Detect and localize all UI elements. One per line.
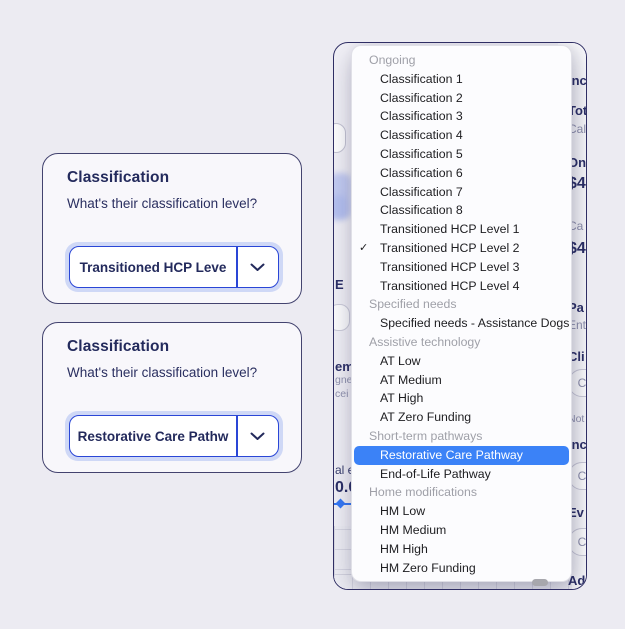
classification-card-1: Classification What's their classificati… [42,153,302,304]
dropdown-option[interactable]: Transitioned HCP Level 3 [380,259,520,274]
dropdown-group-label: Specified needs [369,297,457,312]
background-input-fragment [334,123,346,153]
dropdown-group-label: Short-term pathways [369,428,483,443]
dropdown-option[interactable]: HM Low [380,504,426,519]
dropdown-group-label: Ongoing [369,53,416,67]
background-text-fragment: Not [568,413,585,425]
dropdown-option[interactable]: AT Zero Funding [380,410,472,425]
classification-select-focus-ring: Transitioned HCP Leve [65,242,283,292]
background-text-fragment: Cli [568,349,585,364]
dropdown-option[interactable]: Classification 5 [380,146,463,161]
dropdown-option[interactable]: Classification 1 [380,71,463,86]
dropdown-option[interactable]: HM High [380,541,428,556]
background-table-grid [334,526,351,589]
classification-card-2: Classification What's their classificati… [42,322,302,473]
select-divider [236,416,238,456]
dropdown-option[interactable]: Classification 8 [380,203,463,218]
checkmark-icon: ✓ [359,241,369,254]
dropdown-group-label: Home modifications [369,485,477,500]
dropdown-option[interactable]: Classification 3 [380,109,463,124]
dropdown-option[interactable]: Classification 6 [380,165,463,180]
background-text-fragment: cei [335,388,349,400]
background-chart-marker [335,498,346,509]
dropdown-option[interactable]: Classification 7 [380,184,463,199]
dropdown-option[interactable]: Specified needs - Assistance Dogs [380,316,570,331]
background-text-fragment: E [335,277,344,292]
background-text-fragment: gne [335,374,353,386]
select-divider [236,247,238,287]
card-question: What's their classification level? [67,196,258,211]
background-text-fragment: $4 [568,240,586,257]
background-blur-blob [334,173,351,219]
background-text-fragment: On [568,155,587,170]
select-value: Transitioned HCP Leve [79,259,227,275]
horizontal-scrollbar-thumb[interactable] [532,579,548,586]
background-blur-blob [334,195,347,221]
background-text-fragment: Ent [568,318,587,332]
chevron-down-icon [238,263,279,272]
background-text-fragment: em [335,359,354,374]
classification-select-1[interactable]: Transitioned HCP Leve [69,246,279,288]
dropdown-option[interactable]: HM Medium [380,522,447,537]
card-question: What's their classification level? [67,365,258,380]
dropdown-option[interactable]: AT Medium [380,372,442,387]
background-text-fragment: Cal [568,122,587,136]
classification-select-2[interactable]: Restorative Care Pathw [69,415,279,457]
chevron-down-icon [238,432,279,441]
background-text-fragment: Ad [568,573,586,588]
dropdown-option[interactable]: AT High [380,391,424,406]
dropdown-option[interactable]: AT Low [380,353,421,368]
background-text-fragment: Inc [568,73,587,88]
card-title: Classification [67,169,170,186]
select-value: Restorative Care Pathw [77,428,229,444]
background-input-fragment [334,304,350,331]
dropdown-option[interactable]: Restorative Care Pathway [354,445,569,465]
dropdown-option[interactable]: Classification 2 [380,90,463,105]
dropdown-group-label: Assistive technology [369,334,481,349]
dropdown-option[interactable]: Classification 4 [380,128,463,143]
dropdown-option[interactable]: Transitioned HCP Level 1 [380,222,520,237]
background-text-fragment: $4 [568,175,586,192]
dropdown-option[interactable]: Transitioned HCP Level 2✓ [352,239,571,258]
background-text-fragment: Inc [568,437,587,452]
dropdown-option[interactable]: HM Zero Funding [380,560,476,575]
card-title: Classification [67,338,170,355]
background-text-fragment: al e [335,463,355,477]
dropdown-option[interactable]: End-of-Life Pathway [380,466,491,481]
dropdown-option[interactable]: Transitioned HCP Level 4 [380,278,520,293]
classification-select-focus-ring: Restorative Care Pathw [65,411,283,461]
background-text-fragment: Tot [568,103,587,118]
